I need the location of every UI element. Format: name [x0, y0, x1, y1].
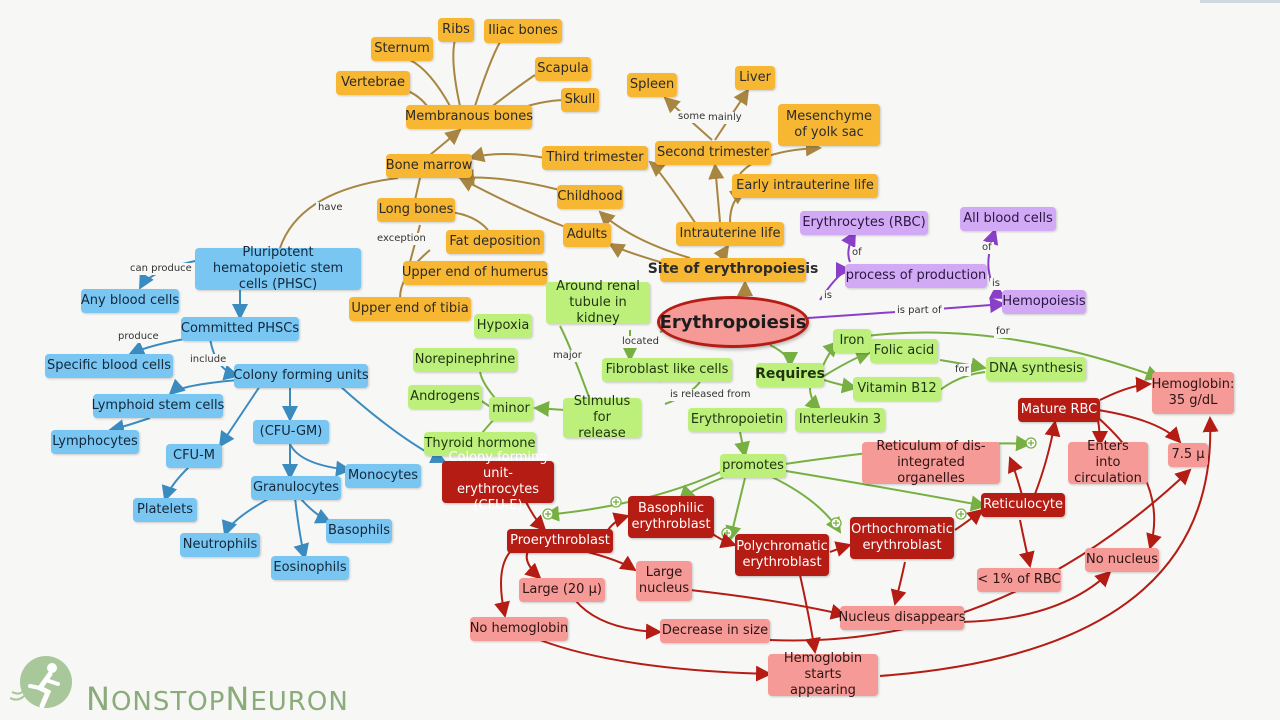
brand-name: NONSTOPNEURON [86, 680, 349, 718]
third-trimester-node[interactable]: Third trimester [542, 146, 648, 170]
label-some: some [676, 111, 708, 123]
erythrocytes-rbc-node[interactable]: Erythrocytes (RBC) [800, 211, 928, 235]
interleukin-3-node[interactable]: Interleukin 3 [795, 408, 885, 432]
basophilic-erythroblast-node[interactable]: Basophilic erythroblast [628, 496, 714, 538]
mature-rbc-node[interactable]: Mature RBC [1018, 398, 1100, 422]
spleen-node[interactable]: Spleen [627, 73, 677, 97]
label-can-produce: can produce [128, 263, 194, 275]
fat-deposition-node[interactable]: Fat deposition [446, 230, 544, 254]
no-nucleus-node[interactable]: No nucleus [1085, 548, 1159, 572]
fibroblast-like-cells-node[interactable]: Fibroblast like cells [602, 358, 732, 382]
label-is-released-from: is released from [668, 389, 753, 401]
norepinephrine-node[interactable]: Norepinephrine [413, 348, 517, 372]
granulocytes-node[interactable]: Granulocytes [251, 476, 341, 500]
androgens-node[interactable]: Androgens [408, 385, 482, 409]
orthochromatic-erythroblast-node[interactable]: Orthochromatic erythroblast [850, 517, 954, 559]
minor-node[interactable]: minor [489, 397, 533, 421]
iliac-bones-node[interactable]: Iliac bones [484, 19, 562, 43]
label-exception: exception [375, 233, 428, 245]
ribs-node[interactable]: Ribs [438, 18, 474, 42]
label-for-b: for [953, 364, 971, 376]
requires-node[interactable]: Requires [755, 363, 825, 387]
lymphoid-stem-cells-node[interactable]: Lymphoid stem cells [92, 394, 224, 418]
label-is-a: is [822, 290, 834, 302]
upper-end-humerus-node[interactable]: Upper end of humerus [402, 261, 548, 285]
cfu-gm-node[interactable]: (CFU-GM) [253, 420, 329, 444]
eosinophils-node[interactable]: Eosinophils [271, 556, 349, 580]
platelets-node[interactable]: Platelets [133, 498, 197, 522]
colony-forming-units-node[interactable]: Colony forming units [233, 364, 369, 388]
bone-marrow-node[interactable]: Bone marrow [386, 154, 472, 178]
upper-end-tibia-node[interactable]: Upper end of tibia [349, 297, 471, 321]
hemoglobin-value-node[interactable]: Hemoglobin: 35 g/dL [1152, 372, 1234, 414]
liver-node[interactable]: Liver [735, 66, 775, 90]
label-is-b: is [990, 278, 1002, 290]
label-of-all: of [980, 242, 994, 254]
top-bar [1200, 0, 1280, 3]
around-renal-tubule-node[interactable]: Around renal tubule in kidney [546, 279, 650, 326]
intrauterine-life-node[interactable]: Intrauterine life [676, 222, 784, 246]
site-of-erythropoiesis-node[interactable]: Site of erythropoiesis [648, 258, 818, 282]
mesenchyme-yolk-sac-node[interactable]: Mesenchyme of yolk sac [778, 104, 880, 146]
label-of-rbc: of [850, 247, 864, 259]
polychromatic-erythroblast-node[interactable]: Polychromatic erythroblast [735, 534, 829, 576]
no-hemoglobin-node[interactable]: No hemoglobin [470, 617, 568, 641]
second-trimester-node[interactable]: Second trimester [655, 141, 771, 165]
early-intrauterine-life-node[interactable]: Early intrauterine life [732, 174, 878, 198]
hemopoiesis-node[interactable]: Hemopoiesis [1002, 290, 1086, 314]
label-have: have [316, 202, 345, 214]
stimulus-for-release-node[interactable]: Stimulus for release [563, 394, 641, 441]
all-blood-cells-node[interactable]: All blood cells [960, 207, 1056, 231]
monocytes-node[interactable]: Monocytes [345, 464, 421, 488]
lymphocytes-node[interactable]: Lymphocytes [51, 430, 139, 454]
brand-logo-icon [10, 656, 72, 709]
proerythroblast-node[interactable]: Proerythroblast [507, 529, 613, 553]
childhood-node[interactable]: Childhood [557, 185, 623, 209]
hypoxia-node[interactable]: Hypoxia [474, 314, 532, 338]
committed-phscs-node[interactable]: Committed PHSCs [181, 317, 299, 341]
promotes-node[interactable]: promotes [720, 454, 786, 478]
size-value-node[interactable]: 7.5 μ [1168, 443, 1208, 467]
one-percent-rbc-node[interactable]: < 1% of RBC [977, 568, 1061, 592]
scapula-node[interactable]: Scapula [535, 57, 591, 81]
hemoglobin-starts-appearing-node[interactable]: Hemoglobin starts appearing [768, 651, 878, 698]
label-for-a: for [994, 326, 1012, 338]
long-bones-node[interactable]: Long bones [377, 198, 455, 222]
reticulum-node[interactable]: Reticulum of dis-integrated organelles [862, 439, 1000, 486]
large-20-node[interactable]: Large (20 μ) [519, 578, 605, 602]
cfu-m-node[interactable]: CFU-M [166, 444, 222, 468]
erythropoiesis-center-node[interactable]: Erythropoiesis [657, 296, 809, 348]
thyroid-hormone-node[interactable]: Thyroid hormone [424, 432, 536, 456]
specific-blood-cells-node[interactable]: Specific blood cells [45, 354, 173, 378]
decrease-in-size-node[interactable]: Decrease in size [660, 619, 770, 643]
label-include: include [188, 354, 229, 366]
reticulocyte-node[interactable]: Reticulocyte [981, 493, 1065, 517]
iron-node[interactable]: Iron [833, 329, 871, 353]
adults-node[interactable]: Adults [563, 223, 611, 247]
vertebrae-node[interactable]: Vertebrae [336, 71, 410, 95]
label-located: located [620, 336, 661, 348]
large-nucleus-node[interactable]: Large nucleus [636, 561, 692, 601]
any-blood-cells-node[interactable]: Any blood cells [81, 289, 179, 313]
sternum-node[interactable]: Sternum [371, 37, 433, 61]
erythropoietin-node[interactable]: Erythropoietin [688, 408, 786, 432]
skull-node[interactable]: Skull [561, 88, 599, 112]
dna-synthesis-node[interactable]: DNA synthesis [986, 357, 1086, 381]
process-of-production-node[interactable]: process of production [845, 264, 987, 288]
label-mainly: mainly [706, 112, 744, 124]
folic-acid-node[interactable]: Folic acid [870, 339, 938, 363]
phsc-node[interactable]: Pluripotent hematopoietic stem cells (PH… [195, 245, 361, 292]
membranous-bones-node[interactable]: Membranous bones [405, 105, 533, 129]
cfu-e-node[interactable]: Colony forming unit-erythrocytes (CFU-E) [442, 450, 554, 513]
nucleus-disappears-node[interactable]: Nucleus disappears [838, 606, 966, 630]
label-major: major [551, 350, 584, 362]
enters-circulation-node[interactable]: Enters into circulation [1068, 439, 1148, 486]
vitamin-b12-node[interactable]: Vitamin B12 [853, 377, 941, 401]
basophils-node[interactable]: Basophils [326, 519, 392, 543]
label-is-part-of: is part of [895, 305, 944, 317]
label-produce: produce [116, 331, 161, 343]
neutrophils-node[interactable]: Neutrophils [180, 533, 260, 557]
